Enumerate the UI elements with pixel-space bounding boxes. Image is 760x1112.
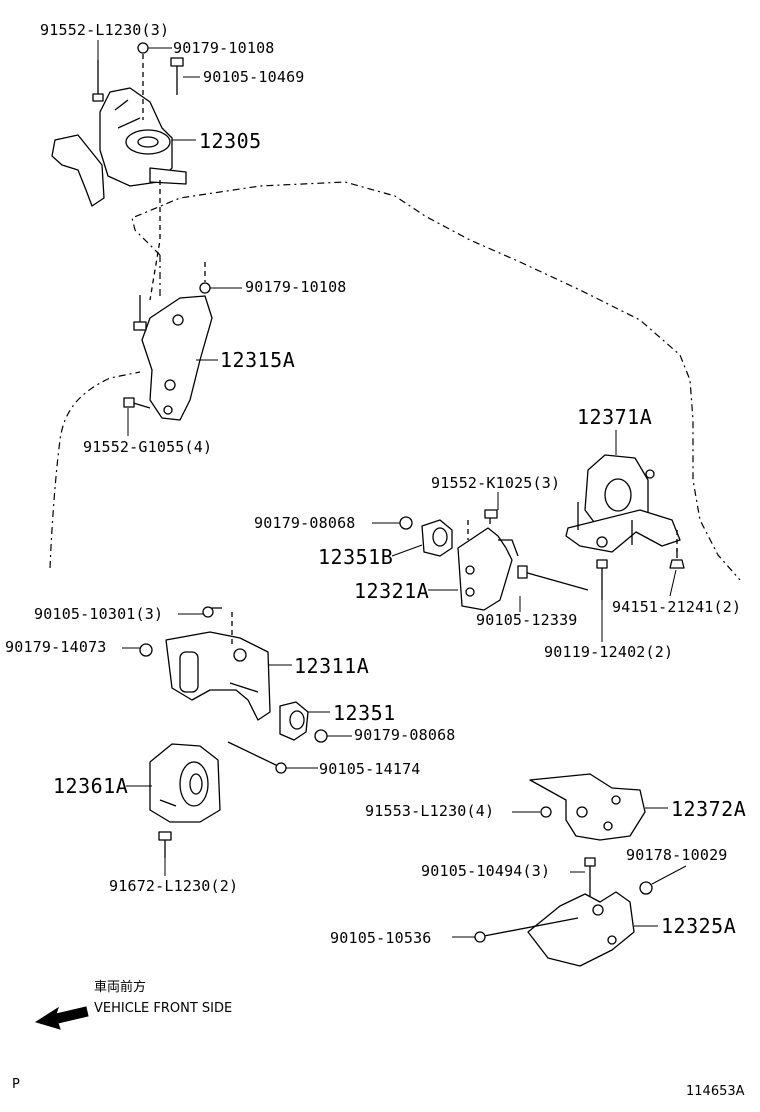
label-90105-14174: 90105-14174 bbox=[319, 760, 421, 778]
label-91552-K1025: 91552-K1025(3) bbox=[431, 474, 561, 492]
label-94151-21241: 94151-21241(2) bbox=[612, 598, 742, 616]
label-12372A: 12372A bbox=[671, 797, 747, 821]
label-90179-14073: 90179-14073 bbox=[5, 638, 107, 656]
label-90105-10536: 90105-10536 bbox=[330, 929, 432, 947]
label-12325A: 12325A bbox=[661, 914, 737, 938]
label-12315A: 12315A bbox=[220, 348, 296, 372]
label-12371A: 12371A bbox=[577, 405, 653, 429]
bracket-12372A bbox=[529, 773, 646, 841]
label-90179-08068-upper: 90179-08068 bbox=[254, 514, 356, 532]
label-90105-10469: 90105-10469 bbox=[203, 68, 305, 86]
engine-mount-12305 bbox=[51, 42, 187, 301]
label-12351: 12351 bbox=[333, 701, 396, 725]
label-90178-10029: 90178-10029 bbox=[626, 846, 728, 864]
bracket-12321A bbox=[399, 509, 608, 611]
label-91553-L1230: 91553-L1230(4) bbox=[365, 802, 495, 820]
label-12311A: 12311A bbox=[294, 654, 370, 678]
bracket-12311A bbox=[139, 606, 328, 774]
label-12361A: 12361A bbox=[53, 774, 129, 798]
engine-mount-12371A bbox=[565, 454, 685, 569]
bracket-12315A bbox=[123, 262, 213, 421]
label-91552-L1230: 91552-L1230(3) bbox=[40, 21, 170, 39]
corner-mark: P bbox=[12, 1077, 20, 1092]
front-arrow-icon bbox=[34, 1006, 89, 1030]
engine-mount-12361A bbox=[149, 743, 221, 858]
front-note-japanese: 車両前方 bbox=[94, 980, 147, 995]
label-91552-G1055: 91552-G1055(4) bbox=[83, 438, 213, 456]
label-90105-10494: 90105-10494(3) bbox=[421, 862, 551, 880]
front-note-english: VEHICLE FRONT SIDE bbox=[94, 1001, 233, 1016]
label-90105-12339: 90105-12339 bbox=[476, 611, 578, 629]
leader-lines bbox=[97, 40, 687, 938]
label-90105-10301: 90105-10301(3) bbox=[34, 605, 164, 623]
label-12305: 12305 bbox=[199, 129, 262, 153]
label-90179-08068-lower: 90179-08068 bbox=[354, 726, 456, 744]
label-91672-L1230: 91672-L1230(2) bbox=[109, 877, 239, 895]
label-90119-12402: 90119-12402(2) bbox=[544, 643, 674, 661]
figure-id: 114653A bbox=[686, 1084, 745, 1099]
label-90179-10108-top: 90179-10108 bbox=[173, 39, 275, 57]
label-12351B: 12351B bbox=[318, 545, 394, 569]
label-12321A: 12321A bbox=[354, 579, 430, 603]
label-90179-10108: 90179-10108 bbox=[245, 278, 347, 296]
engine-outline bbox=[49, 181, 741, 581]
bracket-12325A bbox=[474, 857, 653, 967]
